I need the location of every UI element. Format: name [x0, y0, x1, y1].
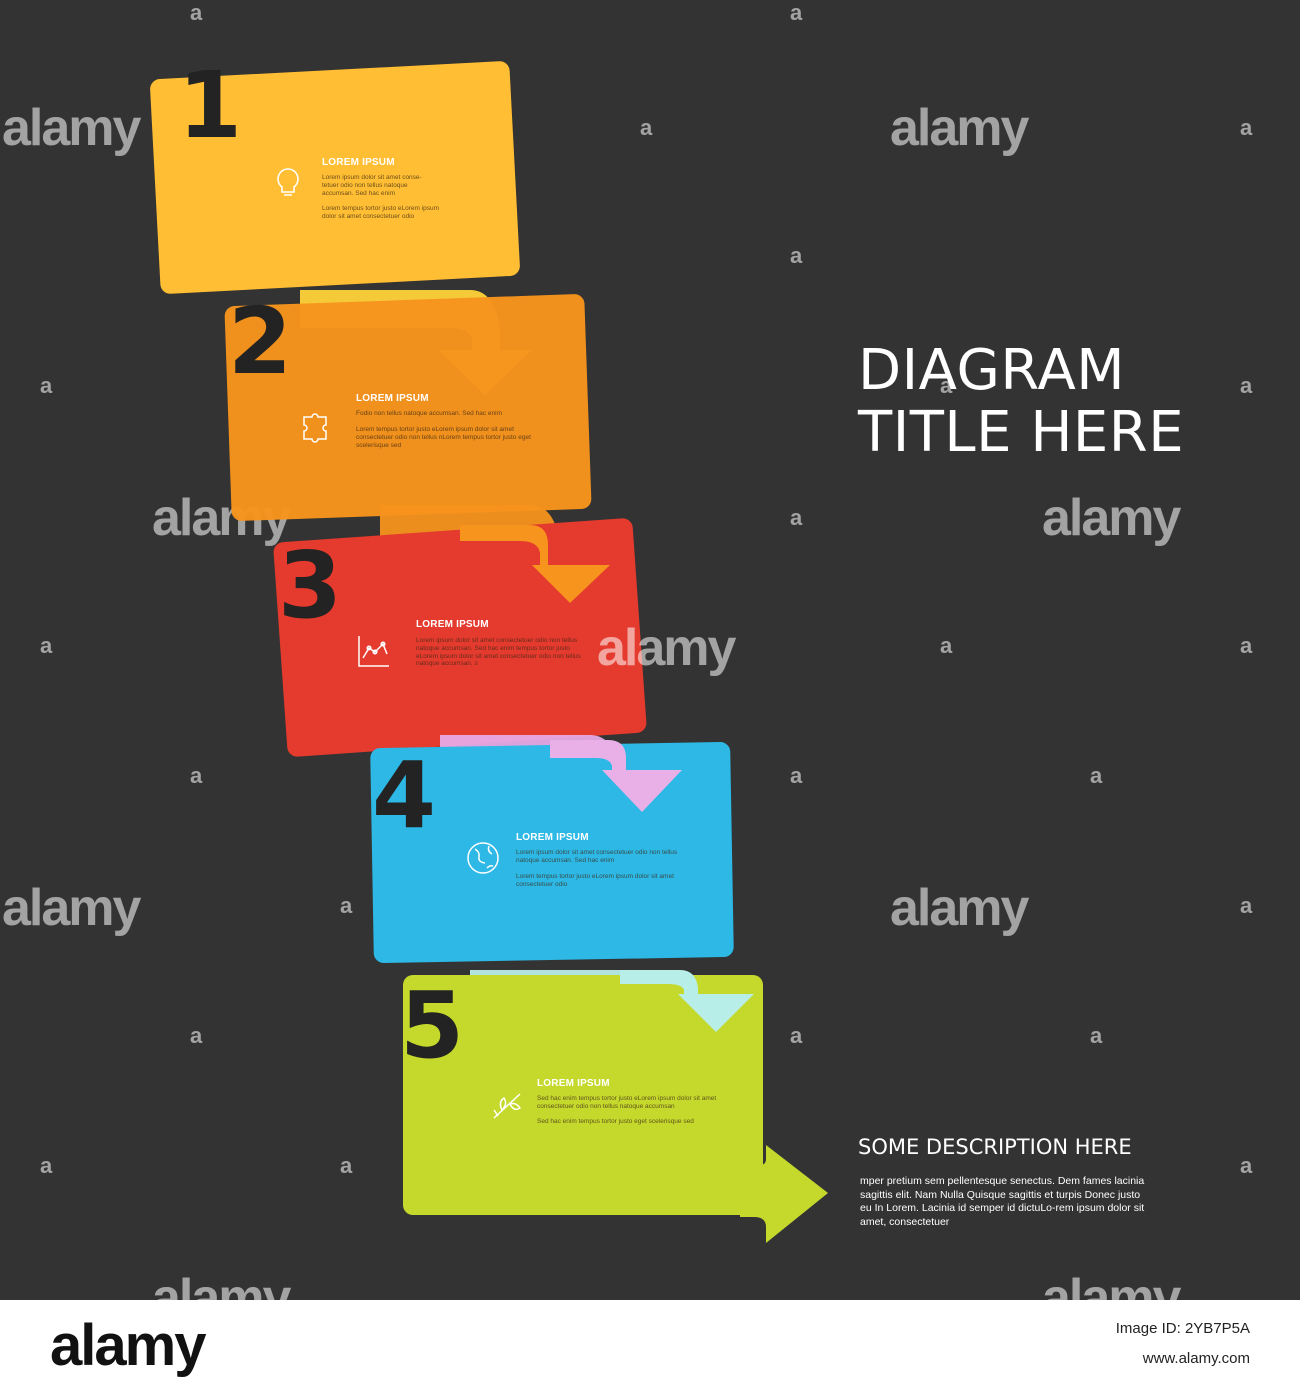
step-3-title: LOREM IPSUM — [416, 619, 489, 630]
step-1-text-2: Lorem tempus tortor justo eLorem ipsum d… — [322, 205, 440, 220]
watermark-mark: a — [1240, 893, 1253, 918]
footer-bar: alamy Image ID: 2YB7P5A www.alamy.com — [0, 1300, 1300, 1390]
watermark-mark: a — [190, 763, 203, 788]
watermark-logo: alamy — [152, 1269, 291, 1300]
description-text: mper pretium sem pellentesque senectus. … — [860, 1175, 1145, 1228]
watermark-mark: a — [940, 633, 953, 658]
watermark-mark: a — [790, 243, 803, 268]
step-3-number: 3 — [278, 532, 342, 639]
watermark-mark: a — [640, 115, 653, 140]
watermark-mark: a — [1090, 763, 1103, 788]
step-4-to-5-arrow — [620, 970, 754, 1032]
watermark-mark: a — [1240, 115, 1253, 140]
step-2-text-2: Lorem tempus tortor justo eLorem ipsum d… — [356, 426, 531, 449]
step-4-text-2: Lorem tempus tortor justo eLorem ipsum d… — [516, 873, 674, 888]
step-2-title: LOREM IPSUM — [356, 393, 429, 404]
watermark-logo: alamy — [1042, 489, 1181, 547]
watermark-logo: alamy — [1042, 1269, 1181, 1300]
diagram-title: DIAGRAM TITLE HERE — [858, 338, 1185, 465]
watermark-logo: alamy — [597, 619, 736, 677]
step-3-to-4-arrow — [550, 740, 682, 812]
watermark-mark: a — [190, 0, 203, 25]
globe-icon — [465, 840, 501, 876]
step-2-text-1: Fodio non tellus natoque accumsan. Sed h… — [356, 410, 502, 417]
step-5-title: LOREM IPSUM — [537, 1078, 610, 1089]
watermark-mark: a — [1240, 1153, 1253, 1178]
watermark-logo: alamy — [890, 99, 1029, 157]
watermark-mark: a — [190, 1023, 203, 1048]
watermark-mark: a — [40, 373, 53, 398]
watermark-mark: a — [1090, 1023, 1103, 1048]
step-4-number: 4 — [372, 742, 436, 849]
step-3-text-1: Lorem ipsum dolor sit amet consectetuer … — [416, 637, 581, 668]
step-4-text-1: Lorem ipsum dolor sit amet consectetuer … — [516, 849, 678, 864]
watermark-mark: a — [790, 763, 803, 788]
watermark-mark: a — [790, 1023, 803, 1048]
watermark-mark: a — [1240, 373, 1253, 398]
watermark-mark: a — [1240, 633, 1253, 658]
watermark-mark: a — [940, 373, 953, 398]
puzzle-icon — [300, 407, 336, 443]
watermark-mark: a — [790, 0, 803, 25]
watermark-logo: alamy — [2, 99, 141, 157]
image-id: Image ID: 2YB7P5A — [1115, 1320, 1250, 1337]
step-5-text-1: Sed hac enim tempus tortor justo eLorem … — [537, 1095, 717, 1110]
watermark-mark: a — [340, 1153, 353, 1178]
description-heading: SOME DESCRIPTION HERE — [858, 1135, 1132, 1159]
step-5-text-2: Sed hac enim tempus tortor justo eget sc… — [537, 1118, 694, 1125]
step-1-title: LOREM IPSUM — [322, 157, 395, 168]
watermark-mark: a — [40, 633, 53, 658]
footer-url[interactable]: www.alamy.com — [1142, 1350, 1250, 1367]
watermark-mark: a — [40, 1153, 53, 1178]
diagram-canvas: 1 LOREM IPSUM Lorem ipsum dolor sit amet… — [2, 0, 1253, 1300]
line-chart-icon — [355, 634, 391, 670]
footer-logo: alamy — [50, 1313, 206, 1378]
watermark-mark: a — [790, 505, 803, 530]
step-1-number: 1 — [178, 52, 242, 159]
lightbulb-icon — [270, 165, 306, 201]
branches-icon — [490, 1088, 526, 1124]
step-2-to-3-arrow — [460, 525, 610, 603]
step-1-text-1: Lorem ipsum dolor sit amet conse-tetuer … — [322, 174, 422, 197]
watermark-mark: a — [340, 893, 353, 918]
step-4-title: LOREM IPSUM — [516, 832, 589, 843]
final-arrow — [740, 1145, 828, 1243]
watermark-logo: alamy — [890, 879, 1029, 937]
watermark-logo: alamy — [2, 879, 141, 937]
step-5-number: 5 — [400, 972, 464, 1079]
step-2-number: 2 — [228, 288, 292, 395]
